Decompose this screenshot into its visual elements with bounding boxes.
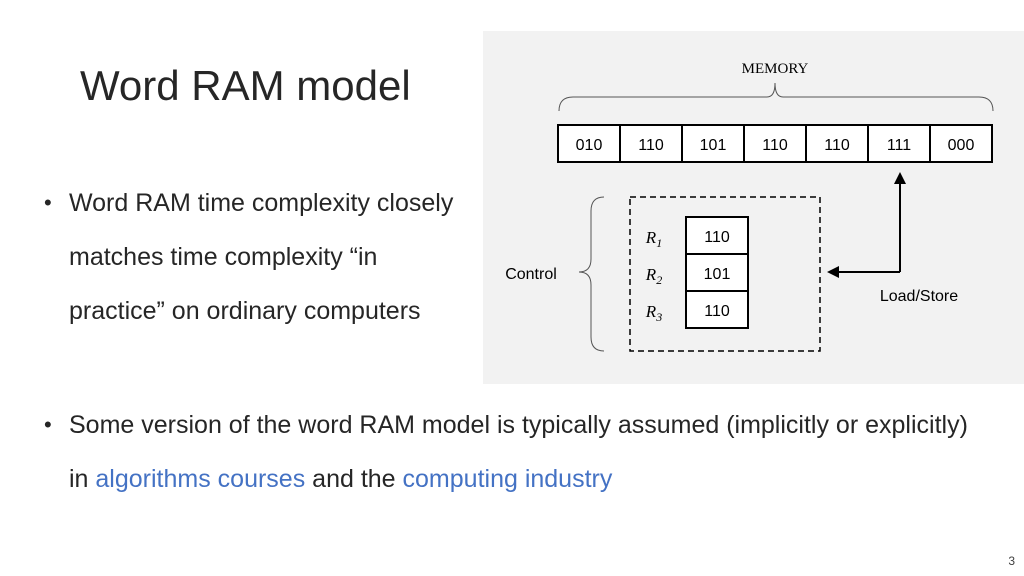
memory-cells: 010 110 101 110 110 111 000 xyxy=(557,124,993,163)
memory-cell: 110 xyxy=(824,137,850,154)
register-box xyxy=(685,253,749,292)
arrowhead-left-icon xyxy=(827,266,839,278)
bullet-dot-2: • xyxy=(44,412,52,437)
memory-cell: 111 xyxy=(887,137,911,154)
control-dashed-box xyxy=(629,196,821,352)
memory-cell-box xyxy=(557,124,621,163)
bullet-1: • Word RAM time complexity closely match… xyxy=(44,176,474,338)
bullet-dot-1: • xyxy=(44,190,52,215)
register-label: R2 xyxy=(645,265,662,287)
memory-cell: 010 xyxy=(576,137,603,154)
memory-brace xyxy=(558,82,994,112)
memory-cell-box xyxy=(681,124,745,163)
arrowhead-up-icon xyxy=(894,172,906,184)
load-store-label: Load/Store xyxy=(880,288,958,305)
algorithms-courses-link[interactable]: algorithms courses xyxy=(95,465,306,493)
computing-industry-link[interactable]: computing industry xyxy=(402,465,613,493)
memory-cell: 110 xyxy=(762,137,788,154)
bullet-2-text-middle: and the xyxy=(305,465,403,493)
bullet-1-text: Word RAM time complexity closely matches… xyxy=(69,189,454,325)
memory-cell: 000 xyxy=(948,137,975,154)
page-number: 3 xyxy=(1008,554,1015,568)
control-brace xyxy=(578,196,605,352)
word-ram-diagram: MEMORY 010 110 101 110 110 111 000 Load/… xyxy=(505,61,994,352)
register-value: 110 xyxy=(704,303,730,320)
register-label: R1 xyxy=(645,228,662,250)
memory-label: MEMORY xyxy=(742,61,809,77)
bullet-2: • Some version of the word RAM model is … xyxy=(44,398,984,506)
control-label: Control xyxy=(505,266,557,283)
memory-cell-box xyxy=(929,124,993,163)
memory-cell-box xyxy=(805,124,869,163)
bullet-2-text: Some version of the word RAM model is ty… xyxy=(44,398,984,506)
slide-title: Word RAM model xyxy=(80,62,411,109)
memory-cell-box xyxy=(619,124,683,163)
memory-cell: 110 xyxy=(638,137,664,154)
register-box xyxy=(685,290,749,329)
register-label: R3 xyxy=(645,302,662,324)
register-value: 110 xyxy=(704,229,730,246)
register-value: 101 xyxy=(704,266,731,283)
bullet-2-text-before: Some version of the word RAM model is ty… xyxy=(69,411,968,493)
diagram-panel: MEMORY 010 110 101 110 110 111 000 Load/… xyxy=(483,31,1024,384)
memory-cell: 101 xyxy=(700,137,727,154)
memory-cell-box xyxy=(867,124,931,163)
